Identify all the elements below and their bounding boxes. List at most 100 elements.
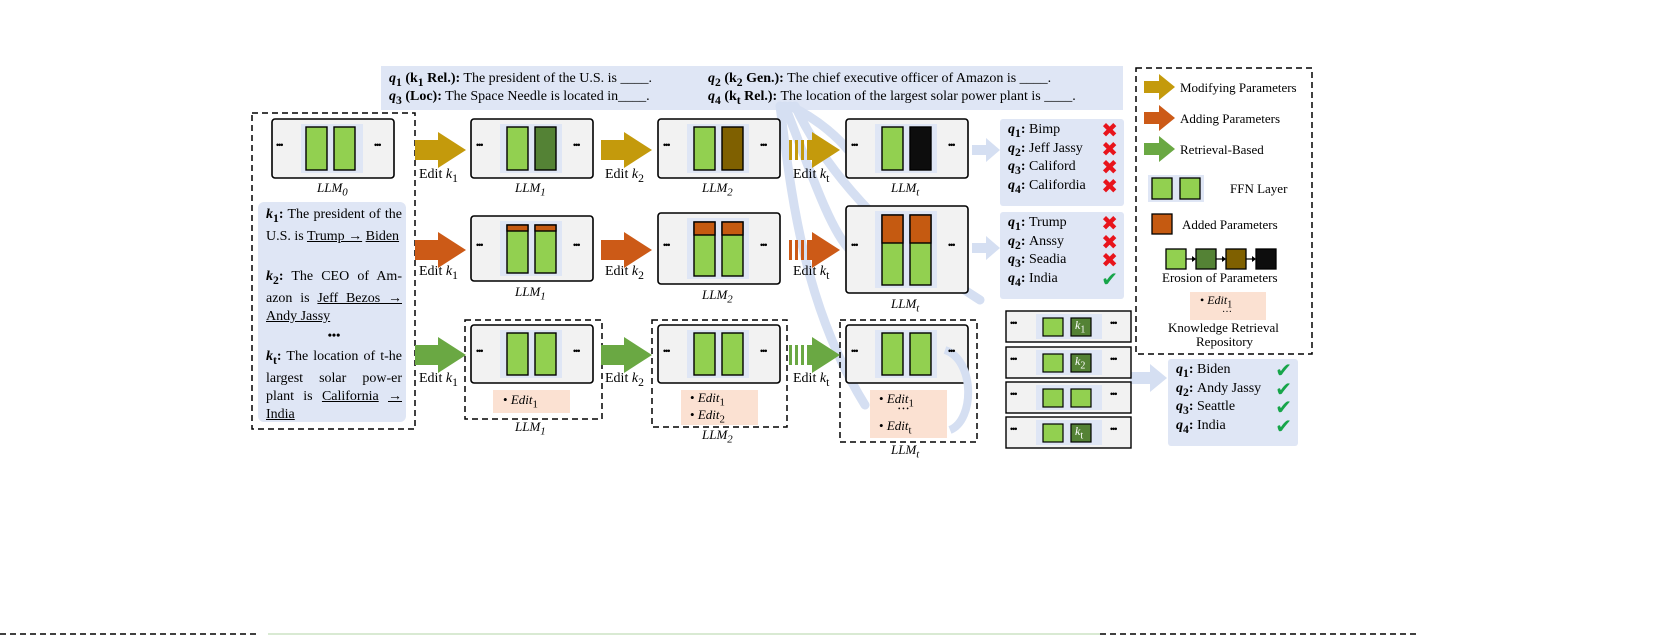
result-row: q1: Bimp (1008, 122, 1060, 140)
legend-repo-item: • Edit1 (1200, 293, 1233, 311)
llm2-modify-model (657, 118, 781, 179)
result-qlabel: q1: (1176, 362, 1197, 380)
ellipsis-dots: ••• (476, 346, 484, 356)
ellipsis-dots: ••• (1110, 389, 1118, 399)
result-answer: Andy Jassy (1197, 380, 1262, 396)
question-q1: q1 (k1 Rel.): The president of the U.S. … (389, 71, 652, 89)
legend-repo-label1: Knowledge Retrieval (1168, 320, 1279, 335)
llm1-retrieval-model (470, 324, 594, 384)
edit-label-row1-1: Edit k1 (419, 167, 458, 185)
ellipsis-dots: ••• (573, 140, 581, 150)
result-qlabel: q1: (1008, 215, 1029, 233)
result-answer: Seadia (1029, 252, 1067, 267)
result-qlabel: q3: (1176, 399, 1197, 417)
result-row: q4: Califordia (1008, 178, 1086, 196)
result-list-retrieval: q1: Biden✔q2: Andy Jassy✔q3: Seattle✔q4:… (1168, 360, 1298, 446)
result-answer: Jeff Jassy (1029, 140, 1083, 156)
ellipsis-dots: ••• (1010, 424, 1018, 434)
result-answer: Anssy (1029, 233, 1065, 249)
knowledge-panel: k1: The president of the U.S. is Trump →… (258, 202, 406, 422)
result-row: q3: Seadia (1008, 252, 1066, 270)
question-q4: q4 (kt Rel.): The location of the larges… (708, 89, 1076, 107)
result-qlabel: q4: (1176, 417, 1197, 436)
result-list-add: q1: Trump✖q2: Anssy✖q3: Seadia✖q4: India… (1000, 213, 1124, 299)
repot-item1: • Edit1 (879, 391, 914, 410)
legend-repo-dots: … (1222, 304, 1232, 315)
result-answer: Biden (1197, 362, 1231, 377)
knowledge-dashed-box (251, 112, 416, 430)
llm0-model (271, 118, 395, 179)
result-panel-modify (1000, 119, 1124, 206)
ellipsis-dots: ••• (573, 240, 581, 250)
legend-retrieval: Retrieval-Based (1180, 142, 1264, 157)
caption-llm1-retrieval: LLM1 (515, 419, 546, 438)
caption-llm0: LLM0 (317, 180, 348, 199)
caption-llm1-modify: LLM1 (515, 180, 546, 199)
red-x-icon: ✖ (1101, 118, 1118, 142)
caption-llmt-add: LLMt (891, 296, 920, 315)
ellipsis-dots: ••• (760, 240, 768, 250)
ellipsis-dots: ••• (1010, 389, 1018, 399)
ellipsis-dots: ••• (374, 140, 382, 150)
llm1-modify-model (470, 118, 594, 179)
edit-label-row2-2: Edit k2 (605, 264, 644, 282)
repo2-item2: • Edit2 (690, 407, 725, 426)
retrieval-curve (943, 346, 973, 434)
knowledge-k2: k2: The CEO of Am­azon is Jeff Bezos → A… (266, 269, 402, 324)
result-answer: Bimp (1029, 122, 1061, 137)
result-row: q2: Jeff Jassy (1008, 141, 1083, 159)
result-row: q1: Trump (1008, 215, 1067, 233)
knowledge-kt: kt: The location of t-he largest solar p… (266, 349, 402, 422)
ellipsis-dots: ••• (663, 240, 671, 250)
repo2-item1: • Edit1 (690, 390, 725, 409)
legend-dashed-box (1135, 67, 1313, 355)
red-x-icon: ✖ (1101, 173, 1118, 198)
edit-label-row3-t: Edit kt (793, 371, 830, 389)
retrieval-key-1: k1 (1075, 318, 1086, 336)
result-arrows (972, 138, 1167, 392)
question-bar: q1 (k1 Rel.): The president of the U.S. … (381, 66, 1123, 110)
ellipsis-dots: ••• (851, 140, 859, 150)
legend-erosion: Erosion of Parameters (1162, 270, 1278, 285)
ellipsis-dots: ••• (948, 140, 956, 150)
result-row: q4: India (1008, 271, 1058, 289)
ellipsis-dots: ••• (663, 346, 671, 356)
result-panel-retrieval (1168, 359, 1298, 446)
result-answer: Trump (1029, 215, 1067, 230)
knowledge-k1: k1: The president of the U.S. is Trump →… (266, 207, 402, 244)
caption-llmt-modify: LLMt (891, 180, 920, 199)
retrieval-arrows (415, 337, 840, 373)
result-answer: India (1029, 270, 1058, 286)
ellipsis-dots: ••• (760, 346, 768, 356)
result-panel-add (1000, 212, 1124, 299)
ellipsis-dots: ••• (476, 140, 484, 150)
edit-label-row3-2: Edit k2 (605, 371, 644, 389)
legend-ffn: FFN Layer (1230, 181, 1288, 196)
red-x-icon: ✖ (1101, 136, 1118, 161)
legend-modifying: Modifying Parameters (1180, 80, 1297, 95)
green-check-icon: ✔ (1275, 395, 1292, 419)
llmt-repo (870, 390, 947, 438)
retrieval-key-2: k2 (1075, 354, 1086, 372)
retrieval-key-rows (1005, 310, 1132, 449)
legend-graphics (1144, 74, 1277, 320)
llm2-repo (681, 390, 758, 425)
result-qlabel: q4: (1008, 177, 1029, 196)
result-list-modify: q1: Bimp✖q2: Jeff Jassy✖q3: Califord✖q4:… (1000, 118, 1124, 206)
repo1-item1: • Edit1 (503, 392, 538, 411)
result-row: q3: Seattle (1176, 399, 1235, 417)
llm2-retrieval-model (657, 324, 781, 384)
red-x-icon: ✖ (1101, 155, 1118, 179)
ellipsis-dots: ••• (948, 240, 956, 250)
ellipsis-dots: ••• (276, 140, 284, 150)
modify-arrows (415, 132, 840, 168)
ellipsis-dots: ••• (1110, 318, 1118, 328)
green-check-icon: ✔ (1275, 376, 1292, 401)
knowledge-ellipsis: ••• (327, 328, 341, 342)
result-answer: India (1197, 417, 1226, 433)
result-row: q4: India (1176, 418, 1226, 436)
green-check-icon: ✔ (1275, 413, 1292, 438)
ellipsis-dots: ••• (851, 346, 859, 356)
edit-label-row3-1: Edit k1 (419, 371, 458, 389)
